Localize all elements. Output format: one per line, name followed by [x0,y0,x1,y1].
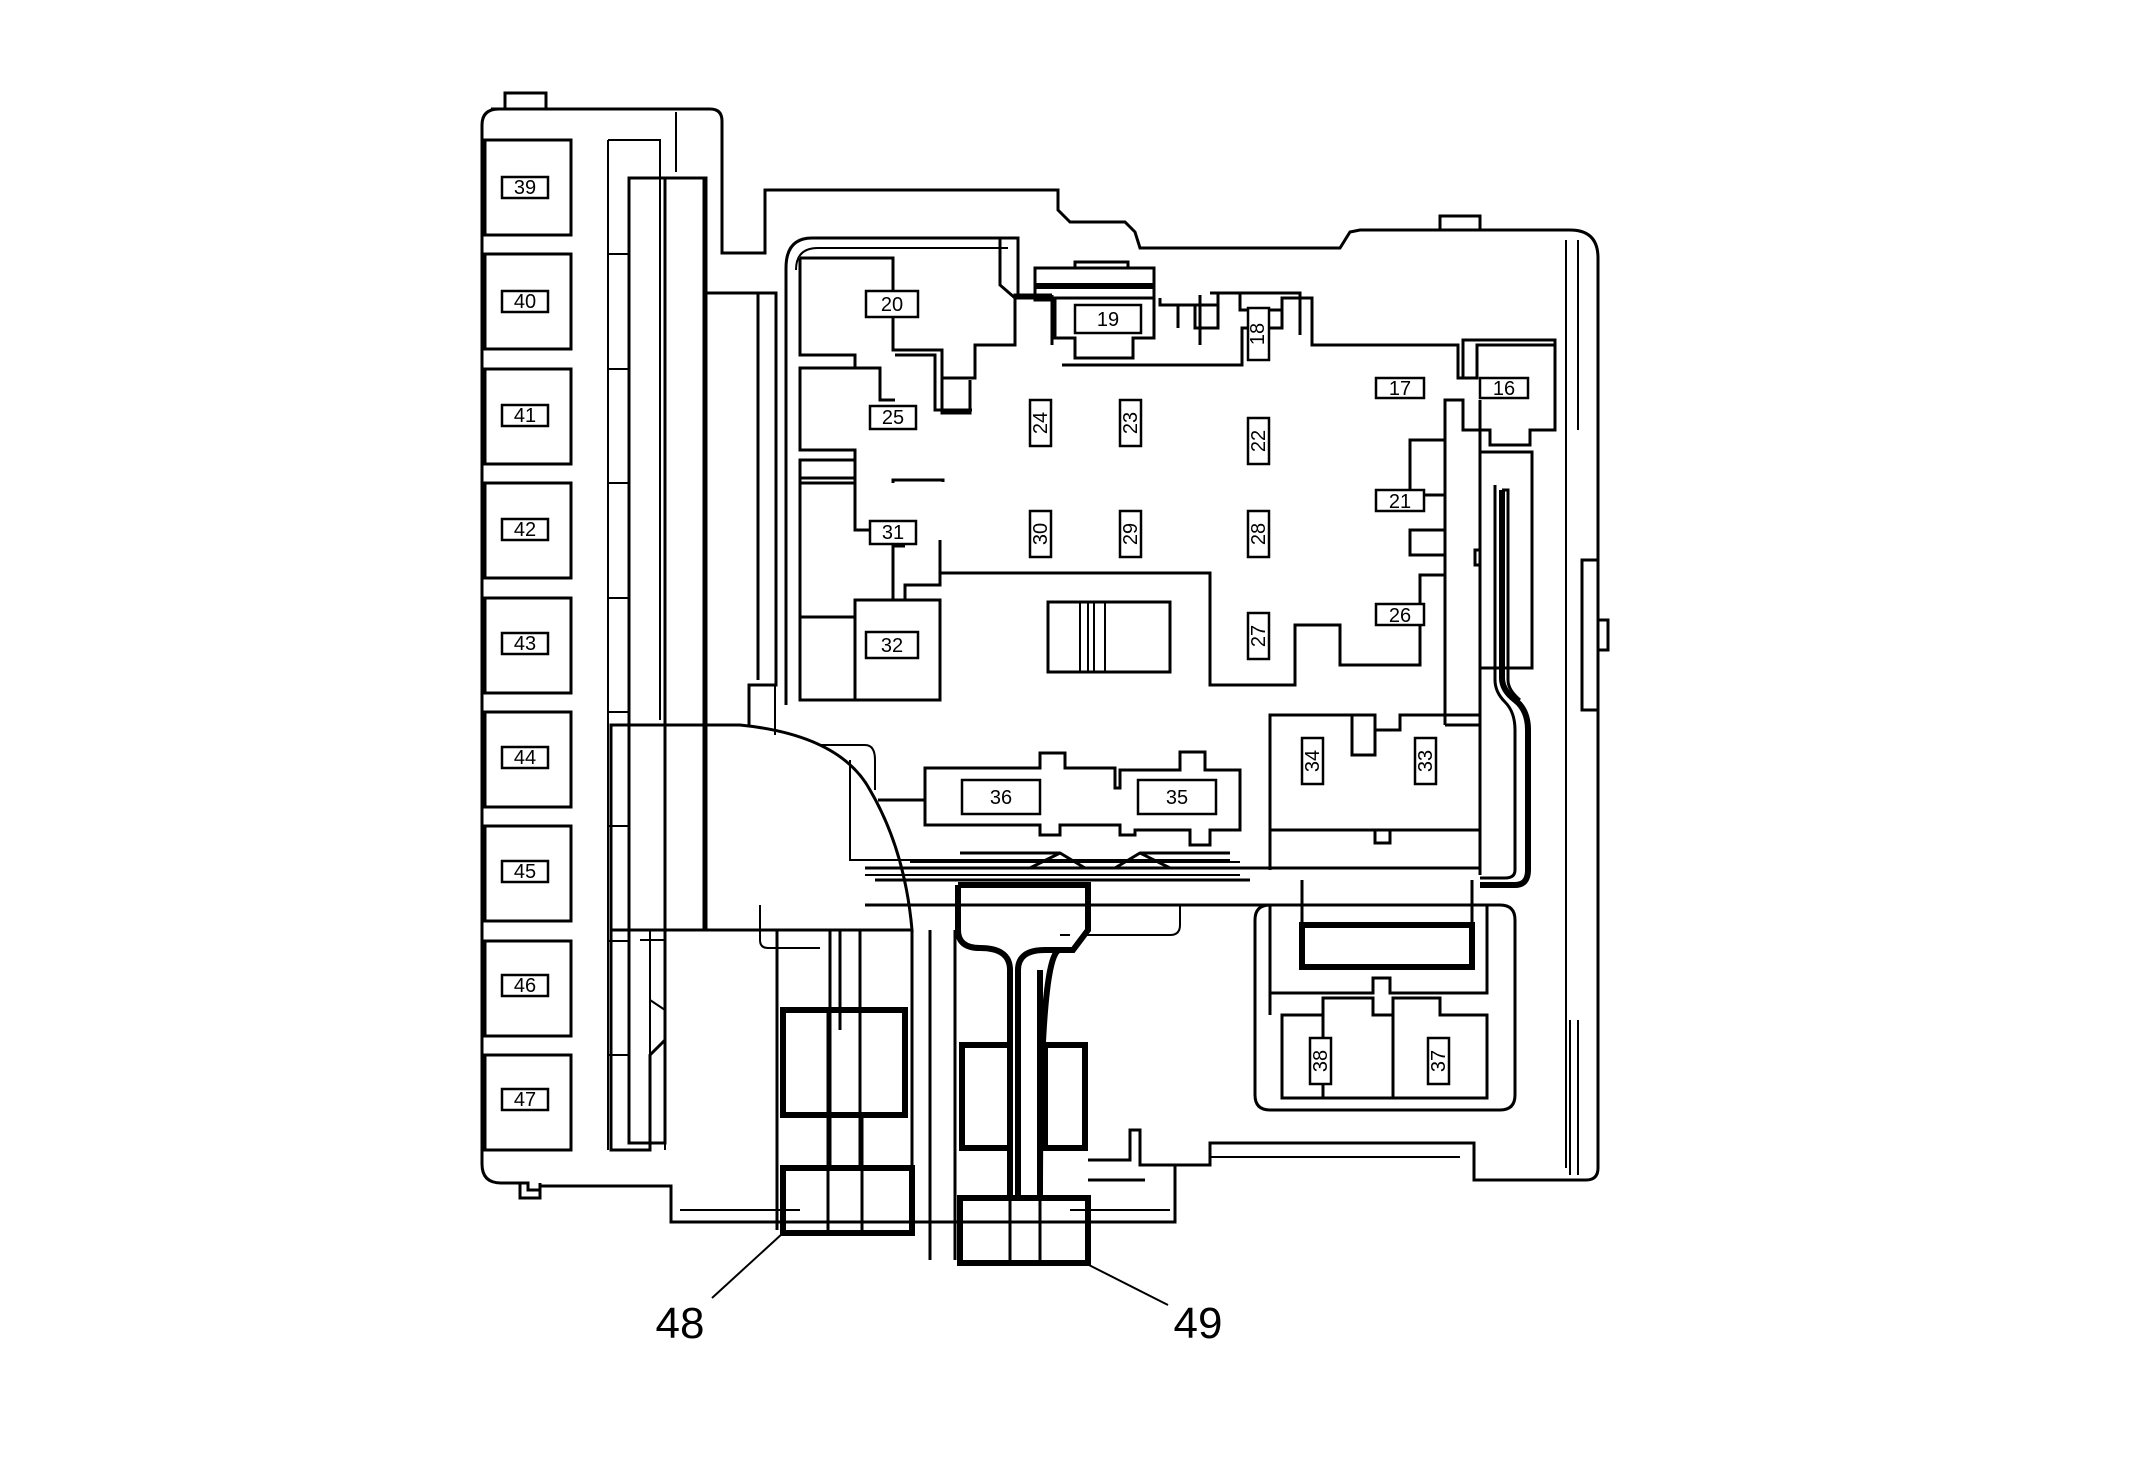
right-connector [1253,400,1534,1112]
fuse-number: 37 [1428,1050,1450,1072]
fuse-label-31: 31 [868,519,918,546]
fuse-label-29: 29 [1118,509,1143,559]
fuse-label-45: 45 [500,859,550,884]
fuse-label-43: 43 [500,631,550,656]
fuse-number: 26 [1389,605,1411,627]
fuse-number: 36 [990,787,1012,809]
fuse-number: 46 [514,975,536,997]
callout-49: 49 [1084,1262,1223,1348]
fuse-number: 42 [514,519,536,541]
fuse-number: 31 [882,522,904,544]
fuse-label-34: 34 [1300,736,1325,786]
fuse-label-30: 30 [1028,509,1053,559]
fuse-number: 34 [1302,750,1324,772]
fuse-label-35: 35 [1136,778,1218,816]
fuse-number: 33 [1415,750,1437,772]
callout-48-label: 48 [656,1299,705,1348]
fuse-label-44: 44 [500,745,550,770]
fuse-number: 19 [1097,309,1119,331]
fuse-label-25: 25 [868,404,918,431]
fuse-label-39: 39 [500,175,550,200]
fuse-label-42: 42 [500,517,550,542]
fuse-label-23: 23 [1118,398,1143,448]
fuse-label-37: 37 [1426,1036,1451,1086]
fuse-label-28: 28 [1246,509,1271,559]
fuse-number: 35 [1166,787,1188,809]
fuse-label-16: 16 [1478,376,1530,400]
fuse-label-18: 18 [1246,306,1271,362]
fuse-label-26: 26 [1374,602,1426,627]
left-slot-frames [483,138,661,1152]
fuse-number: 39 [514,177,536,199]
fuse-number: 20 [881,294,903,316]
fuse-label-20: 20 [864,289,920,319]
fuse-label-24: 24 [1028,398,1053,448]
fuse-number: 17 [1389,378,1411,400]
fuse-number: 41 [514,405,536,427]
fuse-label-41: 41 [500,403,550,428]
fuse-number: 18 [1247,323,1269,345]
fuse-label-46: 46 [500,973,550,998]
fuse-number: 25 [882,407,904,429]
fuse-number: 16 [1493,378,1515,400]
fuse-label-19: 19 [1073,303,1143,335]
fuse-number: 38 [1310,1050,1332,1072]
fuse-label-38: 38 [1308,1036,1333,1086]
fuse-number: 21 [1389,491,1411,513]
fuse-label-36: 36 [960,778,1042,816]
fuse-number: 45 [514,861,536,883]
fuse-number: 43 [514,633,536,655]
fuse-label-21: 21 [1374,488,1426,513]
fuse-number: 32 [881,635,903,657]
callout-48: 48 [656,1232,784,1348]
fuse-number: 40 [514,291,536,313]
fuse-number: 44 [514,747,536,769]
fuse-number: 29 [1120,523,1142,545]
main-bus-bar [609,176,1155,1152]
fuse-number: 24 [1030,412,1052,434]
fuse-number: 27 [1248,625,1270,647]
fuse-label-27: 27 [1246,611,1271,661]
center-fuse-area [759,238,1557,949]
fuse-number: 30 [1030,523,1052,545]
fuse-number: 28 [1248,523,1270,545]
fuse-label-32: 32 [864,630,920,660]
fuse-number: 22 [1248,430,1270,452]
fuse-label-17: 17 [1374,376,1426,400]
fuse-label-22: 22 [1246,416,1271,466]
fuse-label-47: 47 [500,1087,550,1112]
callout-49-label: 49 [1174,1299,1223,1348]
fuse-label-40: 40 [500,289,550,314]
fuse-number: 47 [514,1089,536,1111]
fuse-label-33: 33 [1413,736,1438,786]
bottom-connectors [775,882,1175,1266]
fuse-number: 23 [1120,412,1142,434]
